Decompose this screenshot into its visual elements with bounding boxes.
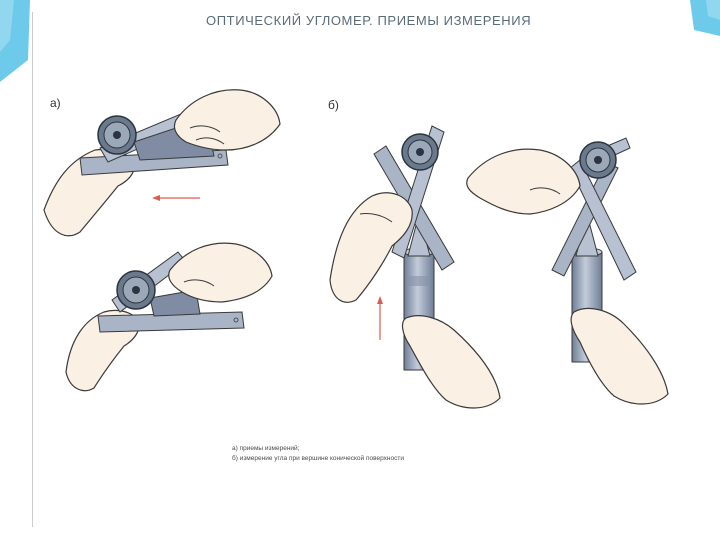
panel-b-left-figure xyxy=(330,126,500,408)
caption-line-b: б) измерение угла при вершине конической… xyxy=(232,454,404,464)
figure-caption: а) приемы измерений; б) измерение угла п… xyxy=(232,444,404,464)
panel-b-right-figure xyxy=(467,138,668,404)
panel-a-top-figure xyxy=(44,90,280,236)
caption-line-a: а) приемы измерений; xyxy=(232,444,404,454)
panel-a-bottom-figure xyxy=(66,243,272,390)
